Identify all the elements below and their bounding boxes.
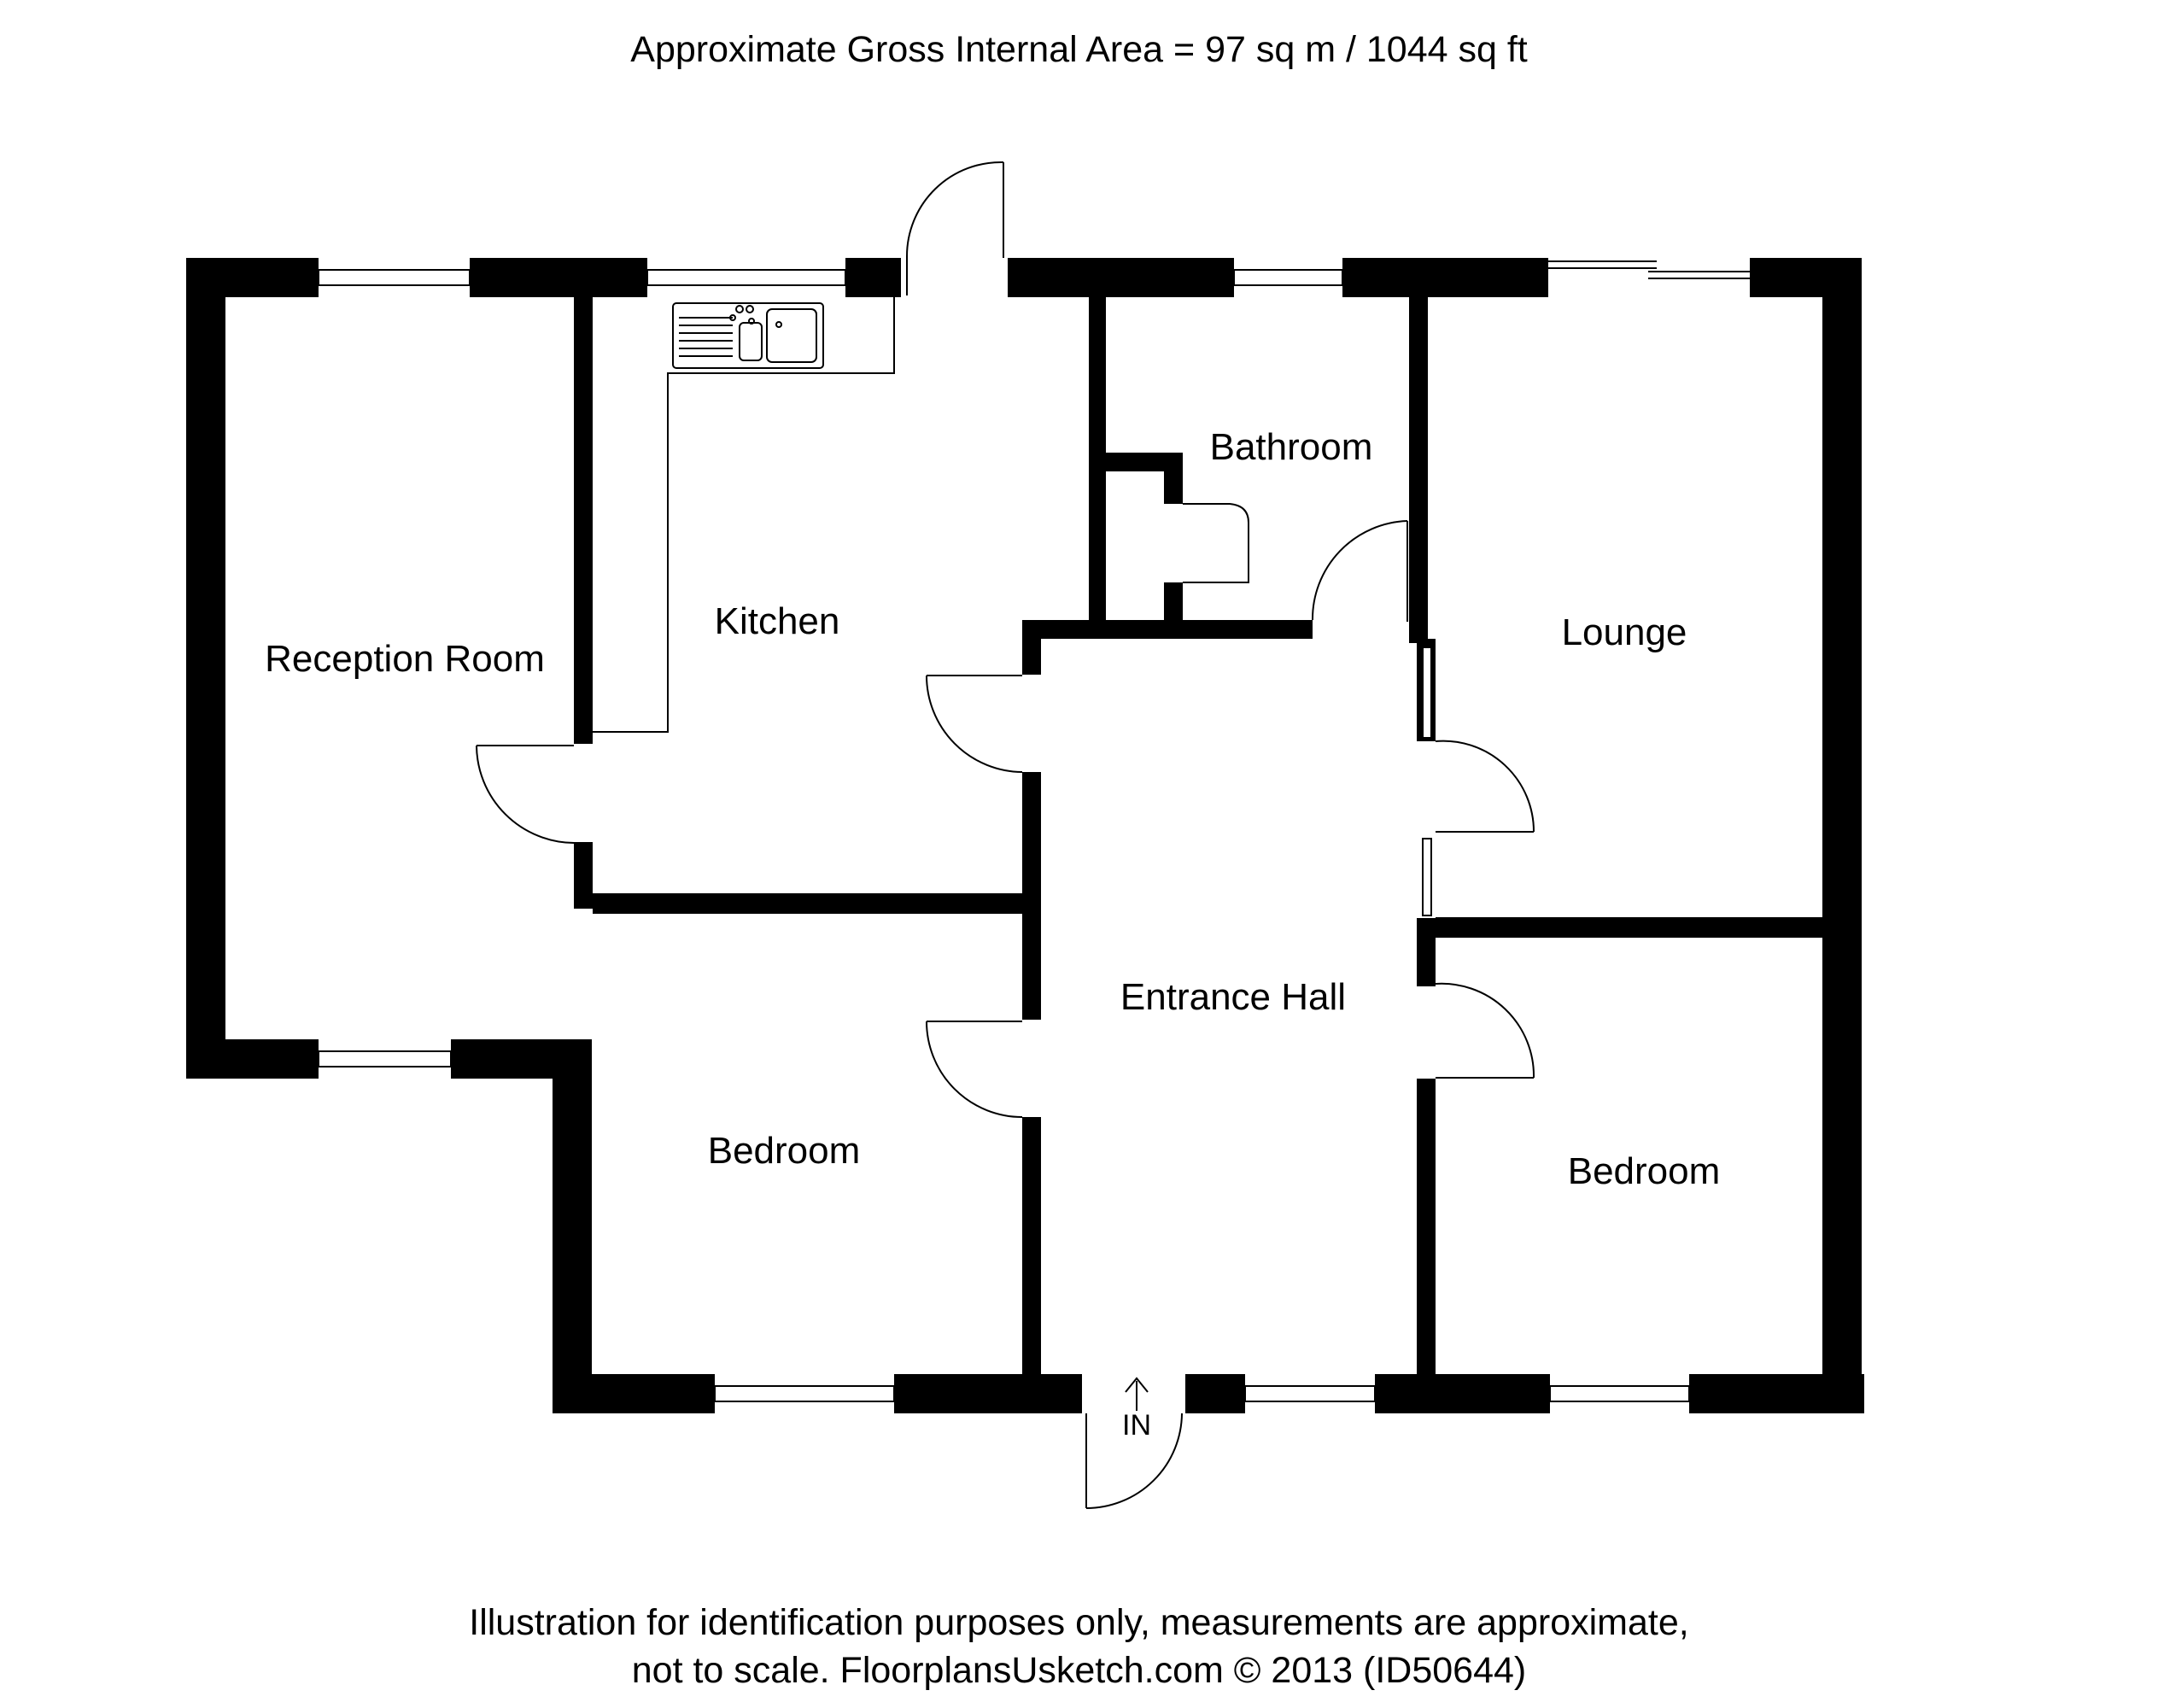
entrance-in-label: IN (1122, 1409, 1151, 1442)
walls (186, 258, 1864, 1413)
windows (318, 269, 1690, 1402)
room-label-bedroom-left: Bedroom (708, 1130, 861, 1172)
room-label-kitchen: Kitchen (715, 600, 840, 642)
room-label-reception: Reception Room (265, 638, 545, 680)
sliding-door (1547, 258, 1752, 297)
door-swings (476, 161, 1535, 1509)
disclaimer-line-1: Illustration for identification purposes… (469, 1602, 1689, 1643)
room-label-bathroom: Bathroom (1210, 426, 1373, 468)
room-label-lounge: Lounge (1562, 611, 1687, 653)
area-title: Approximate Gross Internal Area = 97 sq … (630, 29, 1528, 70)
room-label-bedroom-right: Bedroom (1568, 1150, 1721, 1192)
bath-cupboard (1183, 503, 1249, 583)
room-label-entrance-hall: Entrance Hall (1120, 976, 1346, 1018)
kitchen-units (593, 297, 895, 733)
disclaimer: Illustration for identification purposes… (0, 1599, 2158, 1694)
disclaimer-line-2: not to scale. FloorplansUsketch.com © 20… (631, 1650, 1527, 1691)
